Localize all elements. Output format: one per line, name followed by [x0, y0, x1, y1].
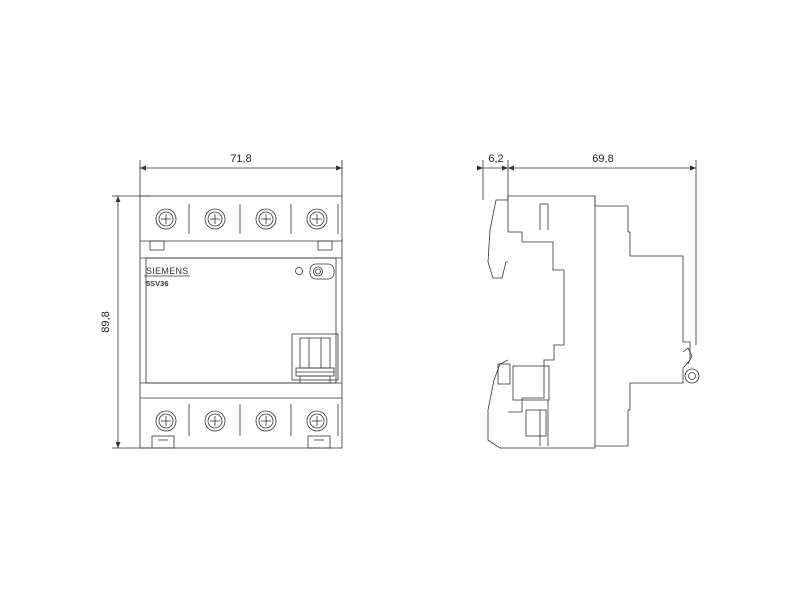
depth-dimension-label: 69,8	[592, 153, 613, 165]
top-terminals	[149, 204, 339, 251]
offset-dimension-label: 6,2	[488, 153, 503, 165]
toggle-lever	[291, 333, 339, 384]
side-view	[482, 160, 700, 449]
height-dimension-label: 89,8	[100, 311, 112, 332]
test-button	[295, 263, 335, 280]
terminal-screw	[204, 208, 226, 230]
front-view	[112, 160, 343, 449]
terminal-screw	[306, 410, 328, 432]
rail-clip	[682, 347, 700, 384]
bottom-terminals	[151, 404, 339, 449]
terminal-screw	[204, 410, 226, 432]
brand-label: SIEMENS	[146, 266, 189, 276]
terminal-screw	[255, 208, 277, 230]
height-dimension-line	[112, 195, 150, 449]
terminal-screw	[155, 208, 177, 230]
terminal-screw	[306, 208, 328, 230]
width-dimension-label: 71,8	[230, 153, 251, 165]
terminal-screw	[255, 410, 277, 432]
depth-dimension-line	[508, 160, 697, 345]
width-dimension-line	[139, 160, 343, 196]
offset-dimension-line	[482, 160, 509, 200]
model-label: 5SV36	[146, 279, 169, 288]
terminal-screw	[155, 410, 177, 432]
device-outline	[139, 195, 343, 449]
side-profile	[487, 195, 691, 449]
